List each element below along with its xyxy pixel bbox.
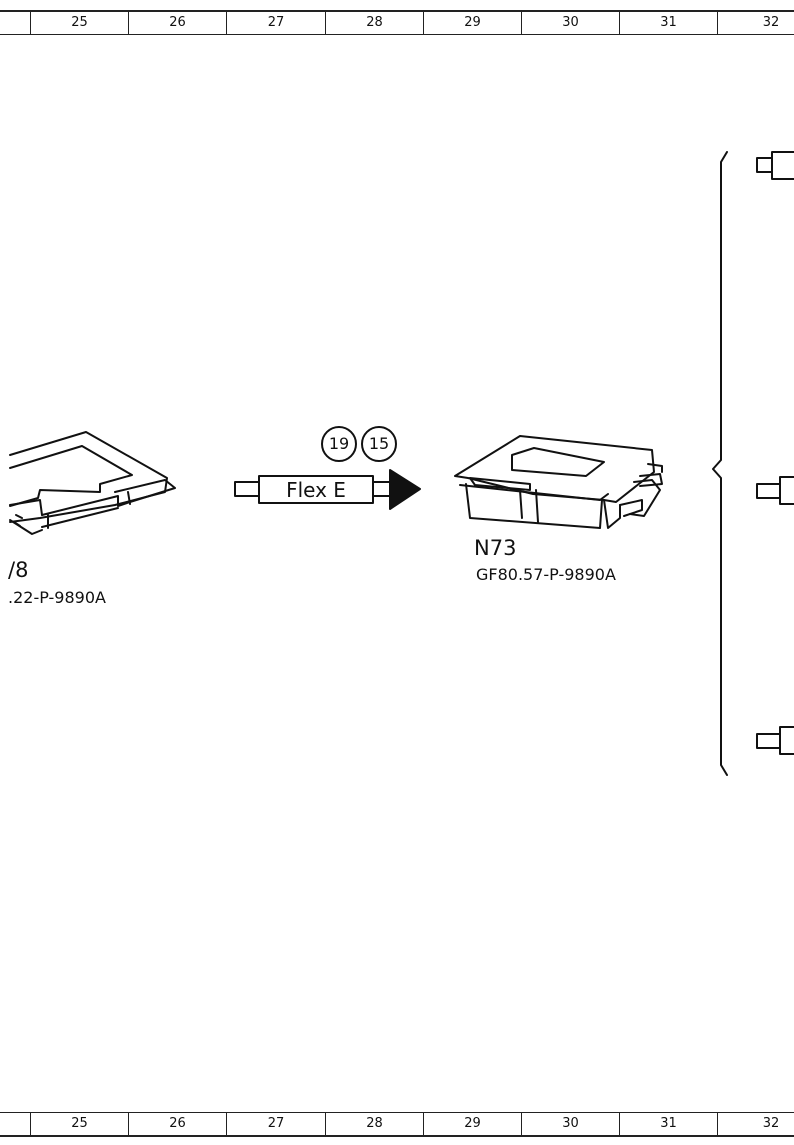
flex-e-connector (234, 469, 421, 510)
column-cell: 26 (128, 1113, 226, 1135)
column-cell: 26 (128, 12, 226, 34)
column-cell: 27 (226, 12, 325, 34)
column-cell: 25 (30, 12, 128, 34)
column-cell: 31 (619, 12, 717, 34)
column-cell: 31 (619, 1113, 717, 1135)
n73-control-module-icon (454, 435, 663, 529)
left-control-module-icon (9, 431, 176, 535)
column-cell: 32 (717, 12, 794, 34)
column-cell: 29 (423, 1113, 521, 1135)
ref-number: 15 (368, 434, 390, 453)
column-cell: 30 (521, 1113, 619, 1135)
column-cell: 28 (325, 12, 423, 34)
column-cell: 30 (521, 12, 619, 34)
connection-label: Flex E (286, 478, 346, 502)
left-module-part-ref: .22-P-9890A (8, 588, 106, 607)
ref-circle (321, 426, 357, 462)
right-connector (756, 151, 794, 180)
right-module-name: N73 (474, 536, 517, 560)
column-cell: 32 (717, 1113, 794, 1135)
arrow-head-icon (389, 469, 421, 510)
ref-circle (361, 426, 397, 462)
column-cell: 28 (325, 1113, 423, 1135)
right-connector (756, 476, 794, 505)
right-module-part-ref: GF80.57-P-9890A (476, 565, 616, 584)
column-ruler-bottom: 25 26 27 28 29 30 31 32 (0, 1112, 794, 1137)
column-cell: 25 (30, 1113, 128, 1135)
group-brace (712, 151, 728, 776)
column-cell: 27 (226, 1113, 325, 1135)
column-ruler-top: 25 26 27 28 29 30 31 32 (0, 10, 794, 35)
column-cell: 29 (423, 12, 521, 34)
ref-number: 19 (328, 434, 350, 453)
right-connector (756, 726, 794, 755)
left-module-name: /8 (8, 558, 29, 582)
